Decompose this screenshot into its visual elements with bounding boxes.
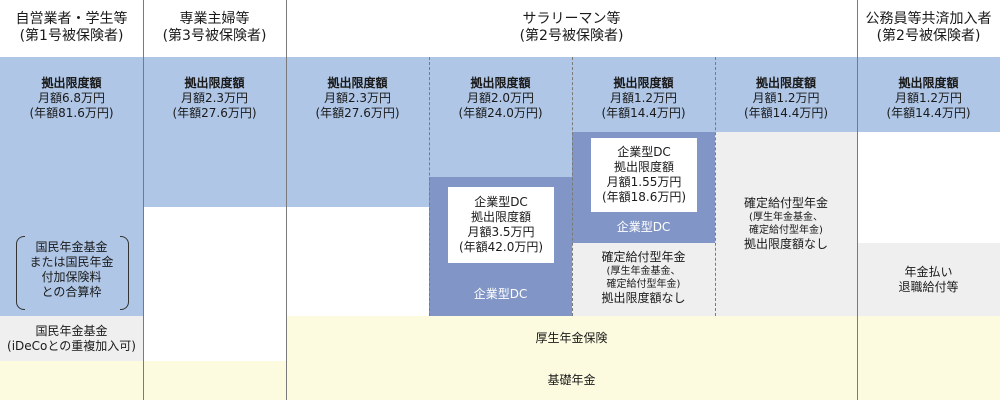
civil-employee-area <box>857 316 1000 361</box>
limit-sal4: 拠出限度額 月額1.2万円 (年額14.4万円) <box>743 76 829 120</box>
db-text-sal3: 確定給付型年金 (厚生年金基金、 確定給付型年金) 拠出限度額なし <box>601 250 686 305</box>
employee-pension-label: 厚生年金保険 <box>535 331 608 345</box>
employee-pension-band: 厚生年金保険 <box>286 316 857 361</box>
divider-line <box>286 0 287 400</box>
spouse-limit-area <box>144 57 286 207</box>
civil-limit-area <box>857 57 1000 132</box>
civil-basic-area <box>857 361 1000 400</box>
limit-civil: 拠出限度額 月額1.2万円 (年額14.4万円) <box>886 76 971 120</box>
limit-sal2: 拠出限度額 月額2.0万円 (年額24.0万円) <box>458 76 543 120</box>
limit-sal1: 拠出限度額 月額2.3万円 (年額27.6万円) <box>315 76 400 120</box>
dc-label-sal3: 企業型DC <box>616 220 671 234</box>
basic-pension-label: 基礎年金 <box>547 373 596 387</box>
sal3-limit-area <box>572 57 715 132</box>
dc-limit-box-sal3: 企業型DC 拠出限度額 月額1.55万円 (年額18.6万円) <box>591 138 697 212</box>
civil-pension-text: 年金払い 退職給付等 <box>898 264 959 294</box>
self-basic-area <box>0 361 144 400</box>
header-self: 自営業者・学生等 (第1号被保険者) <box>15 11 128 44</box>
dashed-divider <box>572 57 573 316</box>
self-limit-area <box>0 57 144 316</box>
national-fund-combined: 国民年金基金 または国民年金 付加保険料 との合算枠 <box>29 240 114 299</box>
dc-label-sal2: 企業型DC <box>473 287 528 301</box>
basic-pension-band: 基礎年金 <box>286 361 857 400</box>
db-text-sal4: 確定給付型年金 (厚生年金基金、 確定給付型年金) 拠出限度額なし <box>743 196 828 251</box>
dc-limit-box-sal2: 企業型DC 拠出限度額 月額3.5万円 (年額42.0万円) <box>448 187 554 263</box>
dashed-divider <box>715 57 716 316</box>
divider-line <box>857 0 858 400</box>
sal3-db-area <box>572 243 715 316</box>
header-spouse: 専業主婦等 (第3号被保険者) <box>162 11 267 44</box>
civil-pension-area <box>857 243 1000 316</box>
spouse-basic-area <box>144 361 286 400</box>
limit-spouse: 拠出限度額 月額2.3万円 (年額27.6万円) <box>172 76 257 120</box>
limit-sal3: 拠出限度額 月額1.2万円 (年額14.4万円) <box>601 76 686 120</box>
divider-line <box>143 0 144 400</box>
self-national-fund-area <box>0 316 144 361</box>
header-civil: 公務員等共済加入者 (第2号被保険者) <box>865 11 992 44</box>
dashed-divider <box>429 57 430 316</box>
sal4-db-area <box>715 132 857 316</box>
national-fund-ideco: 国民年金基金 (iDeCoとの重複加入可) <box>7 323 136 353</box>
sal2-limit-area <box>429 57 572 177</box>
sal4-limit-area <box>715 57 857 132</box>
sal1-limit-area <box>286 57 429 207</box>
header-salaryman: サラリーマン等 (第2号被保険者) <box>519 11 624 44</box>
left-paren <box>16 236 25 310</box>
limit-self: 拠出限度額 月額6.8万円 (年額81.6万円) <box>29 76 114 120</box>
